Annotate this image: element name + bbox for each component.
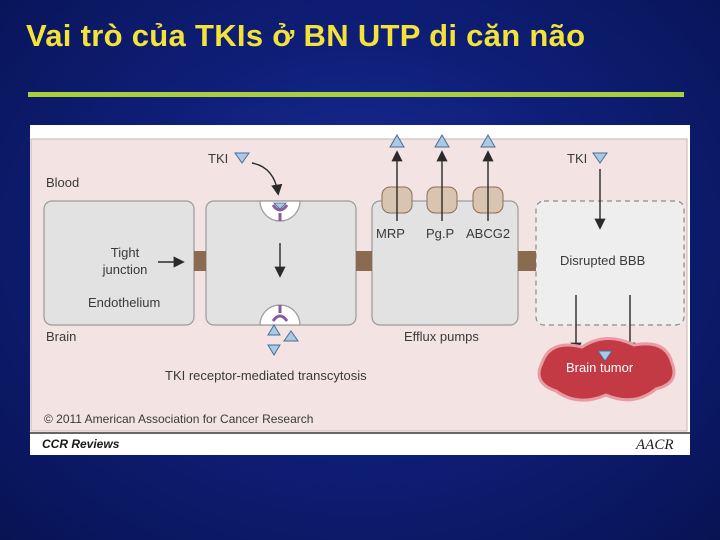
pgp-label: Pg.P bbox=[426, 226, 454, 241]
title-underline bbox=[28, 92, 684, 97]
efflux-pumps-label: Efflux pumps bbox=[404, 329, 479, 344]
tight-junction-bar-2 bbox=[356, 251, 372, 271]
slide-title: Vai trò của TKIs ở BN UTP di căn não bbox=[26, 18, 585, 54]
brain-label: Brain bbox=[46, 329, 76, 344]
blood-label: Blood bbox=[46, 175, 79, 190]
tight-junction-bar-1 bbox=[194, 251, 206, 271]
tight-junction-label-line2: junction bbox=[102, 262, 148, 277]
transcytosis-label: TKI receptor-mediated transcytosis bbox=[165, 368, 367, 383]
copyright-text: © 2011 American Association for Cancer R… bbox=[44, 412, 313, 426]
endothelium-label: Endothelium bbox=[88, 295, 160, 310]
abcg2-label: ABCG2 bbox=[466, 226, 510, 241]
disrupted-bbb-label: Disrupted BBB bbox=[560, 253, 645, 268]
bbb-diagram-figure: Blood Brain Tight junction Endothelium T… bbox=[30, 125, 690, 455]
mrp-label: MRP bbox=[376, 226, 405, 241]
brain-tumor-label: Brain tumor bbox=[566, 360, 634, 375]
aacr-logo: AACR bbox=[635, 437, 674, 453]
bbb-diagram: Blood Brain Tight junction Endothelium T… bbox=[30, 125, 690, 455]
tight-junction-label-line1: Tight bbox=[111, 245, 140, 260]
tight-junction-bar-3 bbox=[518, 251, 536, 271]
endothelial-cell-3 bbox=[372, 201, 518, 325]
footer-ccr-reviews: CCR Reviews bbox=[42, 437, 120, 451]
tki-left-label: TKI bbox=[208, 151, 228, 166]
tki-right-label: TKI bbox=[567, 151, 587, 166]
